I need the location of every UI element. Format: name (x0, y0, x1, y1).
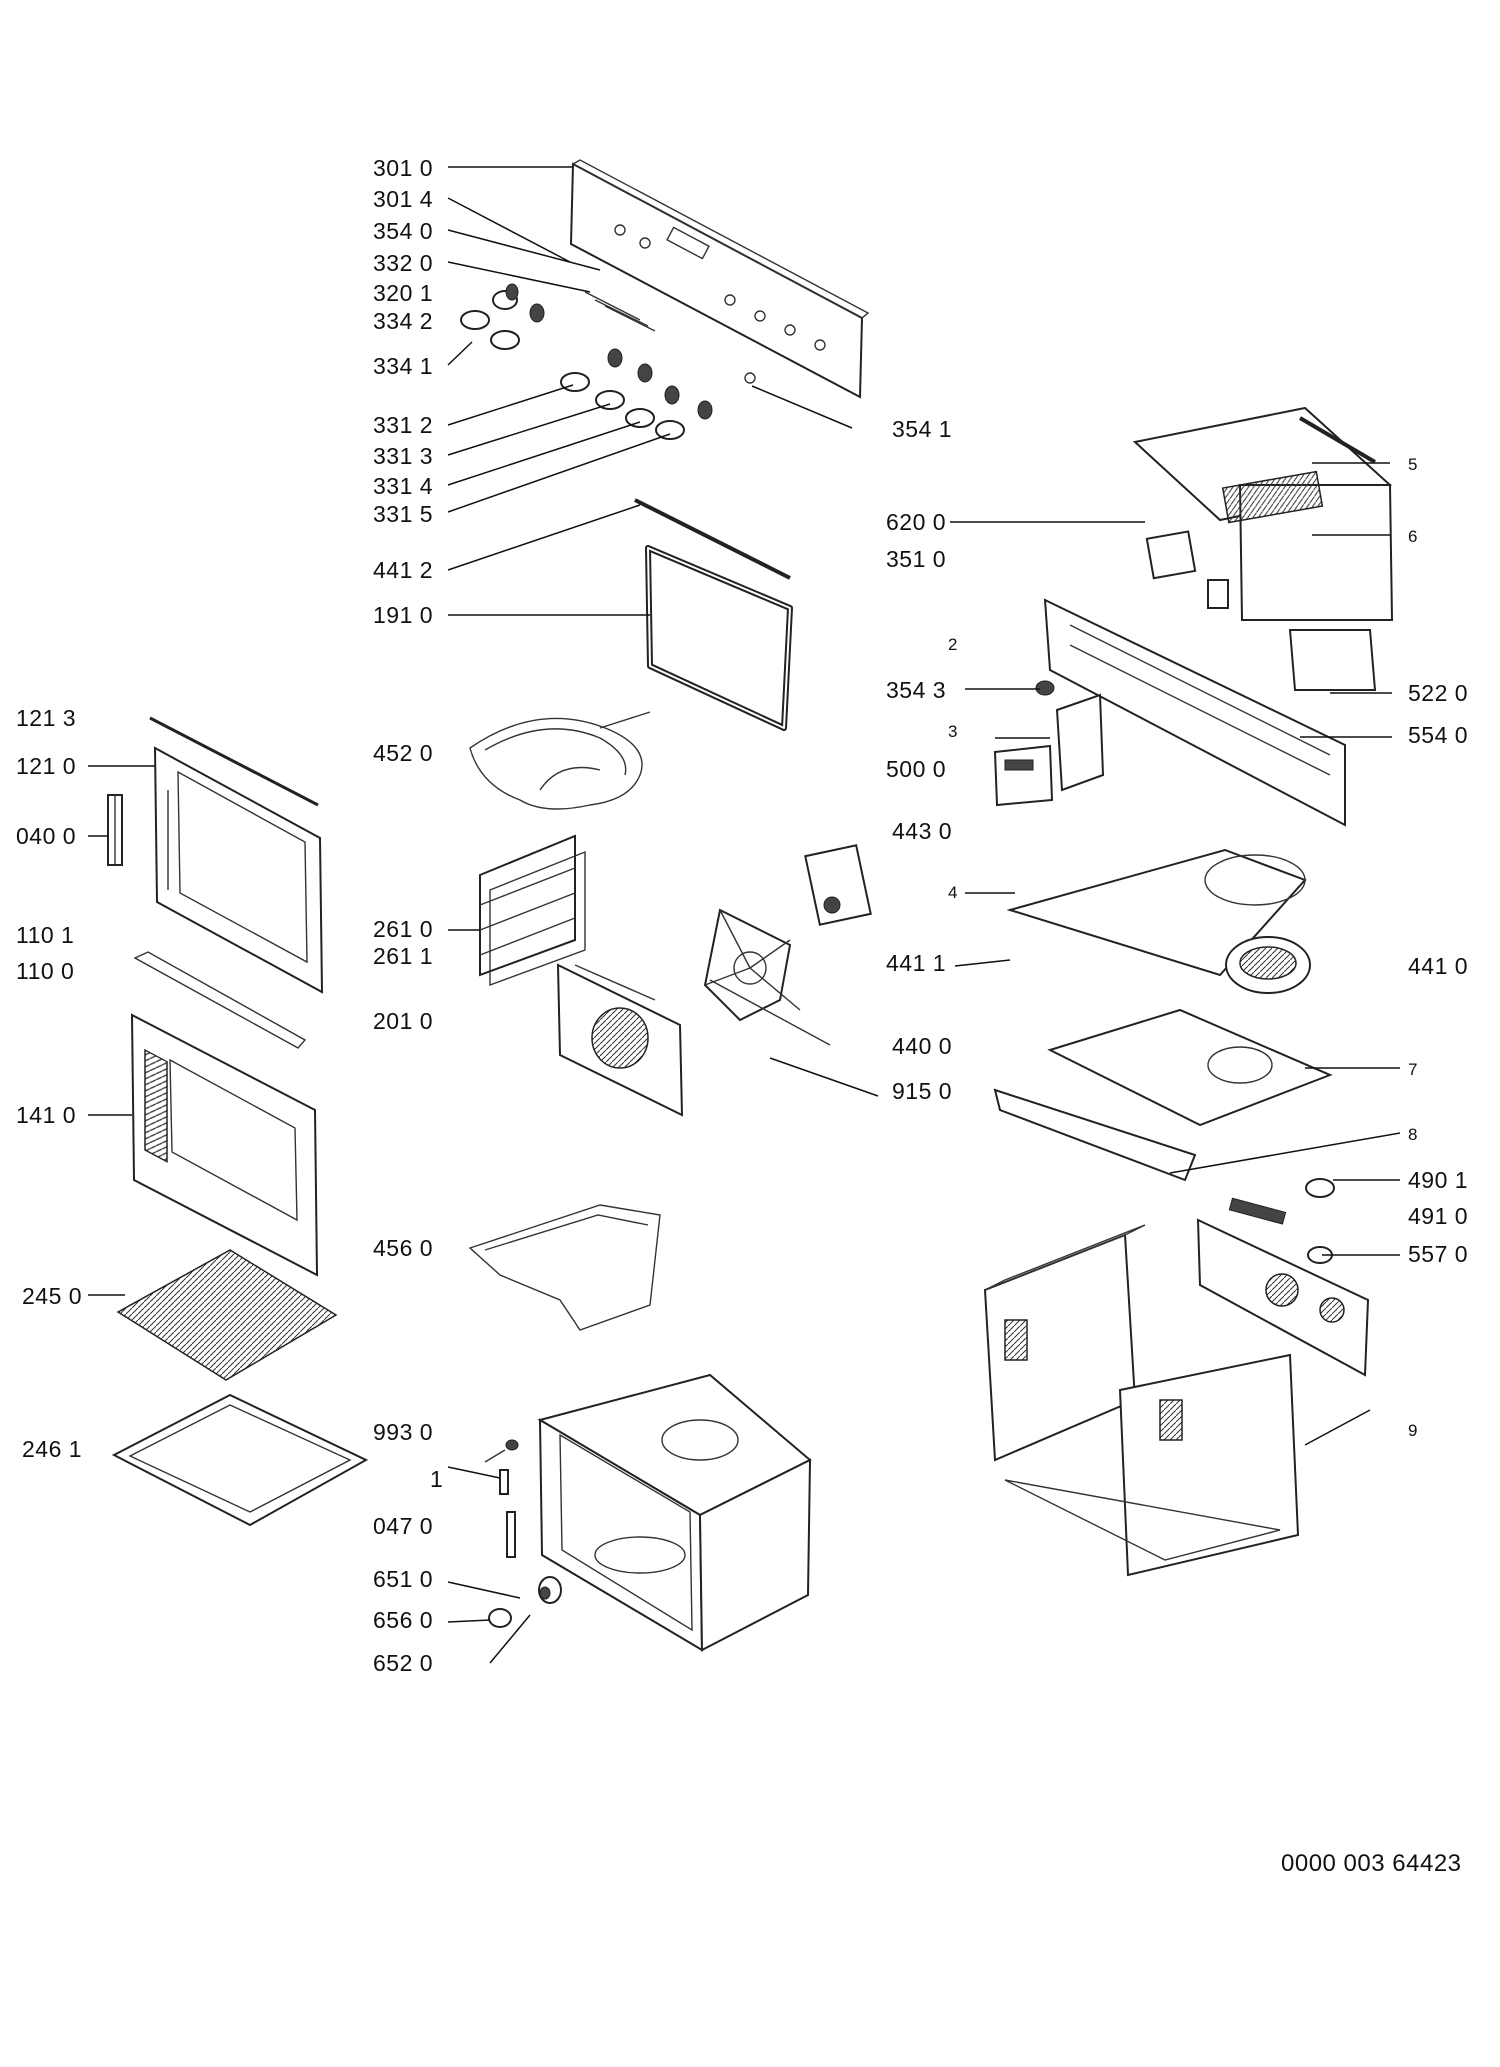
part-label-522-0: 522 0 (1408, 680, 1469, 706)
part-label-554-0: 554 0 (1408, 722, 1469, 748)
part-label-491-0: 491 0 (1408, 1203, 1469, 1229)
electronics-housing (1132, 406, 1394, 691)
side-racks (479, 834, 586, 987)
part-label-331-5: 331 5 (373, 501, 434, 527)
part-label-121-0: 121 0 (16, 753, 77, 779)
part-label-354-3: 354 3 (886, 677, 947, 703)
part-label-441-1: 441 1 (886, 950, 947, 976)
fan-motor (703, 844, 872, 1046)
part-label-110-1: 110 1 (16, 922, 75, 948)
part-label-320-1: 320 1 (373, 280, 434, 306)
lower-element (468, 1204, 661, 1331)
part-label-5: 5 (1408, 455, 1418, 474)
part-label-246-1: 246 1 (22, 1436, 83, 1462)
deflector-plate (1047, 1008, 1333, 1127)
part-label-351-0: 351 0 (886, 546, 947, 572)
part-label-993-0: 993 0 (373, 1419, 434, 1445)
top-cover (1006, 848, 1311, 994)
part-label-651-0: 651 0 (373, 1566, 434, 1592)
part-label-490-1: 490 1 (1408, 1167, 1469, 1193)
part-label-331-2: 331 2 (373, 412, 434, 438)
part-label-354-0: 354 0 (373, 218, 434, 244)
wire-rack (116, 1249, 338, 1381)
baking-tray (111, 1393, 369, 1527)
grill-element (469, 711, 651, 810)
part-label-191-0: 191 0 (373, 602, 434, 628)
inner-door (149, 716, 324, 994)
part-label-656-0: 656 0 (373, 1607, 434, 1633)
leader-lines (88, 166, 1401, 1664)
part-label-040-0: 040 0 (16, 823, 77, 849)
part-label-332-0: 332 0 (373, 250, 434, 276)
part-label-915-0: 915 0 (892, 1078, 953, 1104)
part-label-261-0: 261 0 (373, 916, 434, 942)
part-label-440-0: 440 0 (892, 1033, 953, 1059)
part-label-6: 6 (1408, 527, 1418, 546)
part-label-452-0: 452 0 (373, 740, 434, 766)
part-label-261-1: 261 1 (373, 943, 434, 969)
part-label-121-3: 121 3 (16, 705, 77, 731)
door-hinge (107, 794, 123, 866)
front-strip (993, 1088, 1197, 1182)
clock-module (993, 680, 1105, 807)
part-label-557-0: 557 0 (1408, 1241, 1469, 1267)
part-label-331-4: 331 4 (373, 473, 434, 499)
part-label-110-0: 110 0 (16, 958, 75, 984)
part-label-500-0: 500 0 (886, 756, 947, 782)
part-label-334-1: 334 1 (373, 353, 434, 379)
document-number: 0000 003 64423 (1281, 1850, 1462, 1877)
part-label-441-2: 441 2 (373, 557, 434, 583)
part-label-443-0: 443 0 (892, 818, 953, 844)
part-label-3: 3 (948, 722, 958, 741)
part-label-456-0: 456 0 (373, 1235, 434, 1261)
part-label-301-0: 301 0 (373, 155, 434, 181)
part-label-301-4: 301 4 (373, 186, 434, 212)
part-label-201-0: 201 0 (373, 1008, 434, 1034)
oven-cavity (537, 1373, 812, 1652)
part-label-652-0: 652 0 (373, 1650, 434, 1676)
side-housings (983, 1224, 1300, 1577)
part-label-141-0: 141 0 (16, 1102, 77, 1128)
control-knobs (460, 283, 713, 440)
part-label-334-2: 334 2 (373, 308, 434, 334)
fascia-frame (1043, 530, 1346, 827)
small-fasteners (484, 1439, 562, 1628)
door-handle (133, 951, 307, 1049)
part-label-331-3: 331 3 (373, 443, 434, 469)
outer-door (130, 1013, 319, 1277)
part-label-7: 7 (1408, 1060, 1418, 1079)
part-label-245-0: 245 0 (22, 1283, 83, 1309)
part-label-354-1: 354 1 (892, 416, 953, 442)
part-label-047-0: 047 0 (373, 1513, 434, 1539)
terminal-board (1196, 1178, 1370, 1377)
part-label-4: 4 (948, 883, 958, 902)
fan-cover (556, 963, 684, 1117)
part-label-9: 9 (1408, 1421, 1418, 1440)
control-panel (569, 159, 870, 399)
part-label-620-0: 620 0 (886, 509, 947, 535)
part-label-8: 8 (1408, 1125, 1418, 1144)
part-label-2: 2 (948, 635, 958, 654)
door-gasket (634, 498, 793, 731)
part-label-1: 1 (430, 1466, 444, 1492)
part-label-441-0: 441 0 (1408, 953, 1469, 979)
